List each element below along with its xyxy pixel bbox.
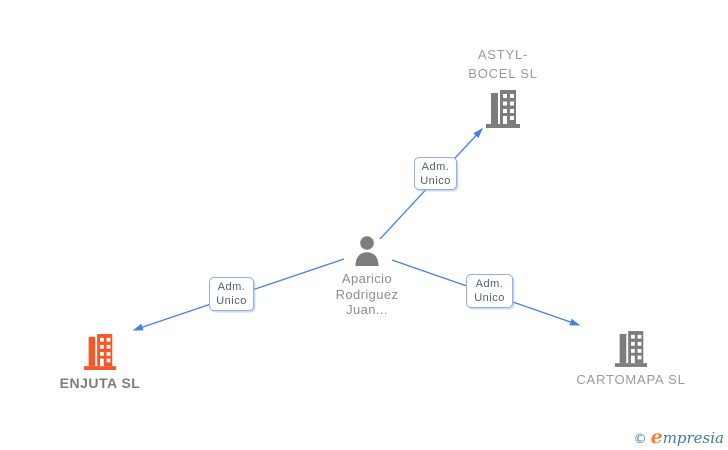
building-icon [83,334,117,370]
building-icon [614,331,648,367]
copyright-icon: © [633,432,647,447]
company-label: CARTOMAPA SL [576,372,685,388]
person-name-line: Rodriguez [335,286,399,302]
company-node-astyl-bocel[interactable]: ASTYL- BOCEL SL [433,45,573,129]
edge-role-line: Unico [420,174,451,187]
empresia-watermark[interactable]: © e mpresia [633,426,724,448]
company-label-line: ASTYL- [477,47,529,62]
edge-role-line: Adm. [217,281,246,293]
person-label: Aparicio Rodriguez Juan... [336,271,399,318]
company-label-line: BOCEL SL [468,66,538,81]
edge-role-line: Unico [474,292,505,304]
company-node-enjuta[interactable]: ENJUTA SL [30,333,170,391]
person-name-line: Juan... [346,302,388,317]
edge-role-line: Unico [216,295,247,307]
edge-label-adm-unico-enjuta: Adm. Unico [209,277,254,311]
brand-name: mpresia [662,429,724,447]
building-icon [486,90,520,128]
edge-label-adm-unico-cartomapa: Adm. Unico [466,274,513,308]
edge-role-line: Adm. [475,278,504,290]
company-label: ENJUTA SL [60,375,141,391]
person-name-line: Aparicio [341,271,393,286]
person-node-aparicio[interactable]: Aparicio Rodriguez Juan... [297,236,437,318]
company-node-cartomapa[interactable]: CARTOMAPA SL [561,330,701,388]
company-label-line: CARTOMAPA SL [576,372,686,387]
company-label: ASTYL- BOCEL SL [468,45,538,83]
person-icon [355,236,379,266]
edge-label-adm-unico-astyl: Adm. Unico [414,157,457,190]
company-label-line: ENJUTA SL [59,375,141,391]
brand-initial: e [650,426,663,448]
edge-role-line: Adm. [421,160,450,173]
